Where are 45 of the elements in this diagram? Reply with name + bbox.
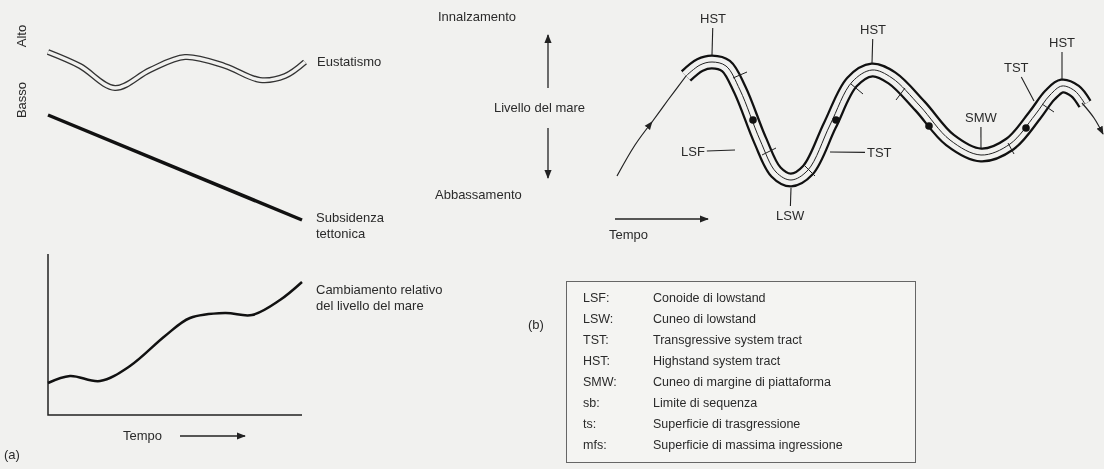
curve-label: Subsidenza tettonica bbox=[316, 210, 385, 242]
leader-line bbox=[1020, 76, 1035, 102]
picture bbox=[681, 54, 1092, 188]
definition-text: Conoide di lowstand bbox=[653, 291, 766, 306]
axis-label: Livello del mare bbox=[494, 100, 586, 116]
abbreviation: HST: bbox=[583, 354, 611, 369]
abbreviation: ts: bbox=[583, 417, 597, 432]
definition-text: Highstand system tract bbox=[653, 354, 781, 369]
abbreviation: TST: bbox=[583, 333, 609, 348]
leader-line bbox=[706, 149, 736, 152]
stage-label: HST bbox=[1049, 35, 1075, 50]
curve-label: Cambiamento relativo del livello del mare bbox=[316, 282, 444, 314]
abbreviation: SMW: bbox=[583, 375, 617, 390]
definition-text: Superficie di trasgressione bbox=[653, 417, 801, 432]
panel-label: (b) bbox=[528, 317, 544, 333]
leader-line bbox=[829, 151, 866, 153]
leader-line bbox=[1061, 51, 1063, 80]
definition-text: Cuneo di lowstand bbox=[653, 312, 756, 327]
stage-label: HST bbox=[700, 11, 726, 26]
axis-label: Tempo bbox=[609, 227, 649, 243]
definition-text: Superficie di massima ingressione bbox=[653, 438, 843, 453]
axis-label: Innalzamento bbox=[438, 9, 517, 25]
abbreviation: LSW: bbox=[583, 312, 614, 327]
leader-line bbox=[711, 27, 714, 56]
axis-label: Abbassamento bbox=[435, 187, 522, 203]
stage-label: LSW bbox=[776, 208, 805, 223]
definition-text: Limite di sequenza bbox=[653, 396, 758, 411]
stage-label: HST bbox=[860, 22, 886, 37]
panel-label: (a) bbox=[4, 447, 20, 463]
curve-label: Eustatismo bbox=[317, 54, 382, 70]
stage-label: TST bbox=[867, 145, 892, 160]
definition-text: Cuneo di margine di piattaforma bbox=[653, 375, 831, 390]
definition-text: Transgressive system tract bbox=[653, 333, 802, 348]
stage-label: SMW bbox=[965, 110, 997, 125]
abbreviation: LSF: bbox=[583, 291, 610, 306]
abbreviation: sb: bbox=[583, 396, 600, 411]
axis-label: Basso bbox=[14, 81, 30, 119]
axis-label: Alto bbox=[14, 24, 30, 48]
leader-line bbox=[980, 126, 982, 149]
abbreviation: mfs: bbox=[583, 438, 607, 453]
leader-line bbox=[871, 38, 874, 64]
stage-label: LSF bbox=[681, 144, 705, 159]
leader-line bbox=[789, 187, 792, 207]
stage-label: TST bbox=[1004, 60, 1029, 75]
axis-label: Tempo bbox=[123, 428, 163, 444]
